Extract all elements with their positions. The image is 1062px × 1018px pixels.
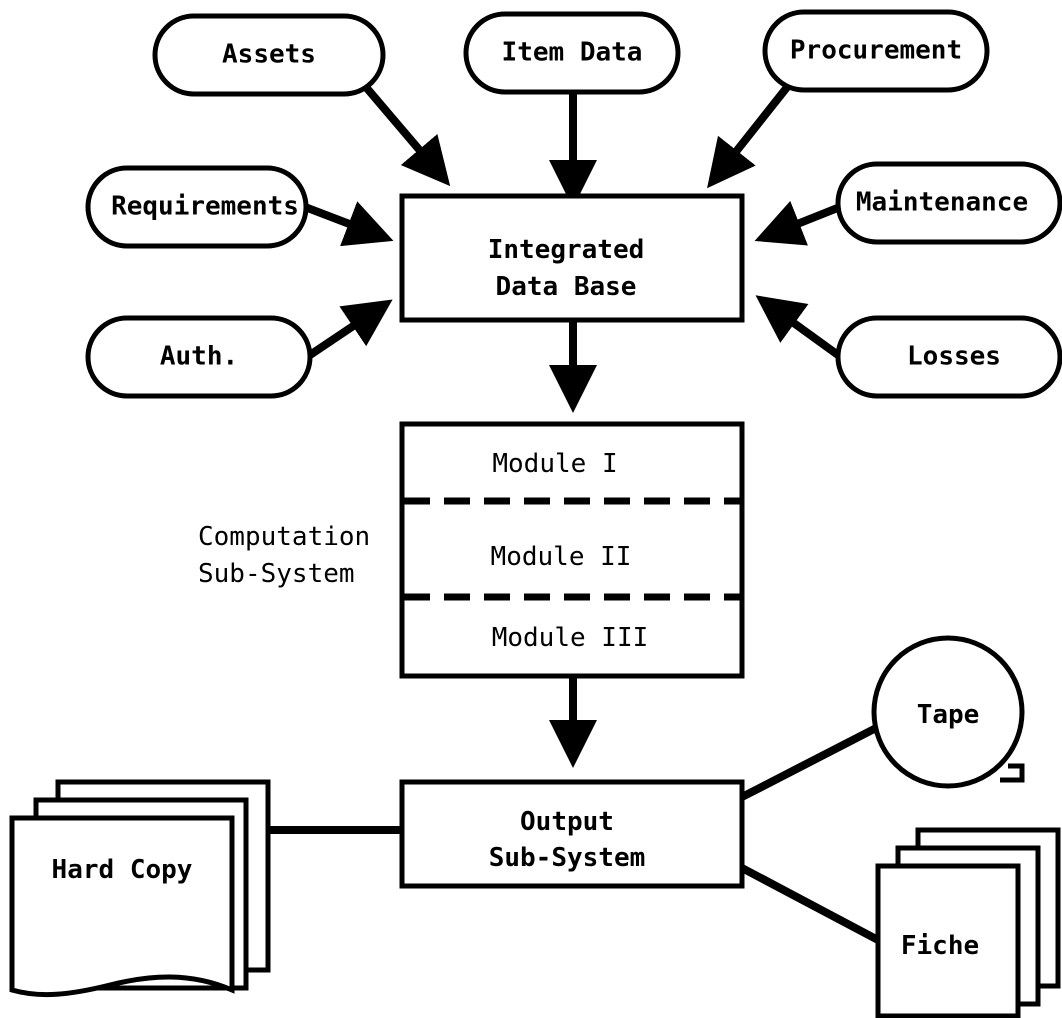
procurement-to-database-arrow — [707, 83, 792, 189]
input-requirements-label: Requirements — [111, 192, 299, 222]
output-label-line1: Output — [520, 807, 614, 837]
database-label-line1: Integrated — [488, 235, 645, 265]
input-assets-label: Assets — [222, 40, 316, 70]
input-losses: Losses — [835, 315, 1062, 399]
hard-copy-label: Hard Copy — [52, 855, 193, 885]
losses-to-database-arrow — [755, 295, 841, 359]
assets-to-database-arrow — [361, 83, 451, 187]
database-label-line2: Data Base — [496, 272, 637, 302]
input-procurement: Procurement — [762, 9, 990, 93]
output-subsystem-box: Output Sub-System — [399, 779, 745, 889]
hard-copy-document-stack: Hard Copy — [9, 779, 271, 998]
computation-label-line1: Computation — [198, 522, 370, 552]
input-auth-label: Auth. — [160, 342, 238, 372]
output-to-tape-line — [740, 723, 880, 801]
input-maintenance: Maintenance — [835, 161, 1062, 245]
input-item-data: Item Data — [463, 11, 681, 95]
integrated-database-box: Integrated Data Base — [399, 193, 745, 323]
computation-label-line2: Sub-System — [198, 559, 355, 589]
fiche-label: Fiche — [901, 931, 979, 961]
computation-subsystem-box: Module I Module II Module III — [399, 421, 745, 679]
module-1-label: Module I — [492, 449, 617, 479]
input-item-data-label: Item Data — [502, 38, 643, 68]
input-maintenance-label: Maintenance — [856, 188, 1028, 218]
output-to-fiche-line — [740, 864, 880, 944]
module-3-label: Module III — [492, 623, 649, 653]
fiche-card-stack: Fiche — [875, 827, 1061, 1018]
input-losses-label: Losses — [907, 342, 1001, 372]
tape-label: Tape — [917, 700, 980, 730]
output-label-line2: Sub-System — [489, 843, 646, 873]
requirements-to-database-arrow — [303, 201, 394, 247]
input-auth: Auth. — [85, 315, 313, 399]
input-requirements: Requirements — [85, 165, 309, 249]
auth-to-database-arrow — [307, 299, 393, 359]
tape-reel: Tape — [871, 635, 1025, 789]
input-assets: Assets — [152, 13, 386, 97]
input-procurement-label: Procurement — [790, 36, 962, 66]
module-2-label: Module II — [491, 542, 632, 572]
maintenance-to-database-arrow — [754, 200, 842, 246]
